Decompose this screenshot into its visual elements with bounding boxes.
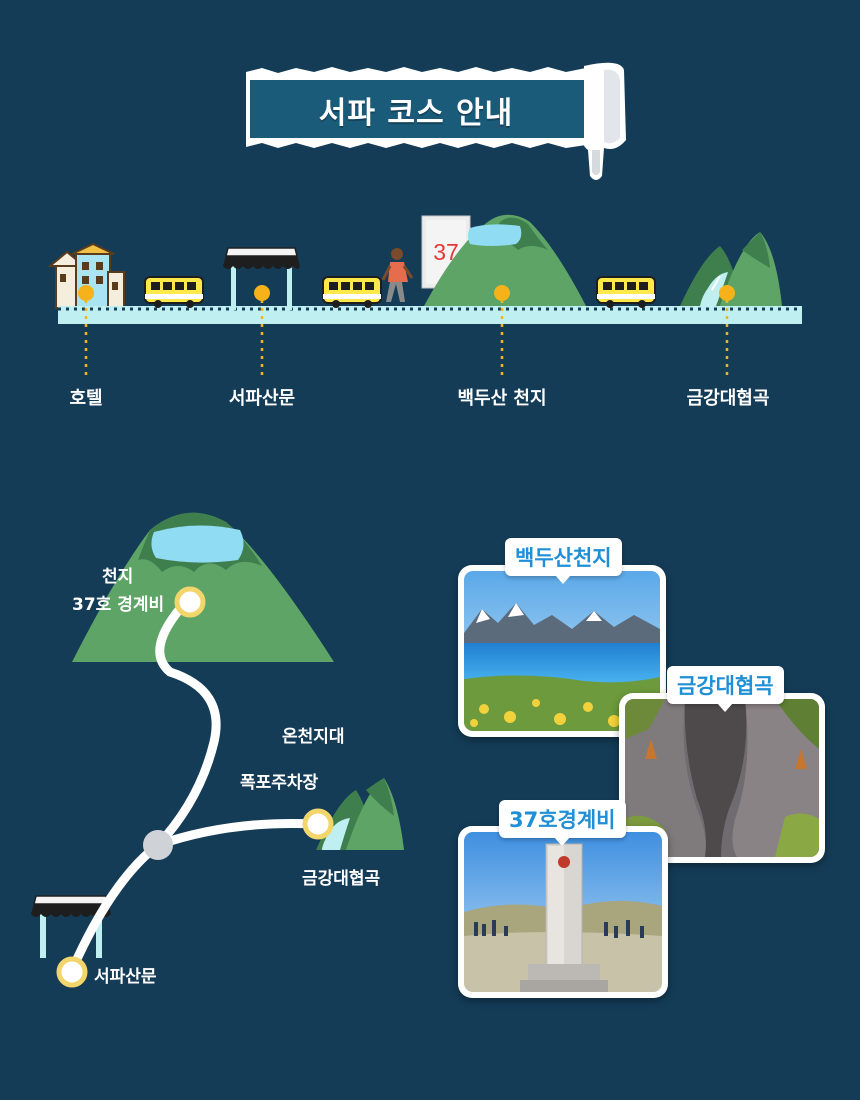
junction-dot [143,830,173,860]
route-timeline [47,214,802,376]
hotel-building-icon [47,242,125,309]
bus-icon-3 [596,276,656,308]
summit-dot [174,586,206,618]
page-title: 서파 코스 안내 [318,96,514,131]
map-label-hot-spring: 온천지대 [282,727,345,747]
photo-tag-tianchi: 백두산천지 [505,538,622,584]
stop-label-hotel: 호텔 [69,388,103,409]
stop-label-tianchi: 백두산 천지 [457,388,547,409]
map-label-canyon: 금강대협곡 [302,869,381,889]
stop-dot-tianchi [494,285,510,301]
map-label-gate: 서파산문 [94,967,157,987]
hiker-icon [381,248,414,302]
route-map [31,512,404,988]
bus-icon-2 [322,276,382,308]
gate-icon [223,247,300,310]
bus-icon-1 [144,276,204,308]
map-label-boundary: 37호 경계비 [72,595,165,615]
stop-label-canyon: 금강대협곡 [686,388,770,409]
stop-dot-canyon [719,285,735,301]
gate-dot [56,956,88,988]
photo-card-boundary [458,826,668,998]
tianchi-lake-photo [464,571,660,731]
canyon-photo [625,699,819,857]
boundary-marker-photo [464,832,662,992]
map-label-tianchi: 천지 [102,567,134,587]
stop-dot-hotel [78,285,94,301]
canyon-dot [302,808,334,840]
photo-tag-canyon: 금강대협곡 [667,666,784,712]
photo-tag-boundary: 37호경계비 [499,800,626,846]
stop-dot-gate [254,285,270,301]
stop-label-gate: 서파산문 [228,388,296,409]
mountain-lake-icon [424,214,586,306]
photo-card-canyon [619,693,825,863]
boundary-stone-number: 37 [433,238,459,265]
title-banner [246,62,626,180]
map-label-parking: 폭포주차장 [240,773,319,793]
